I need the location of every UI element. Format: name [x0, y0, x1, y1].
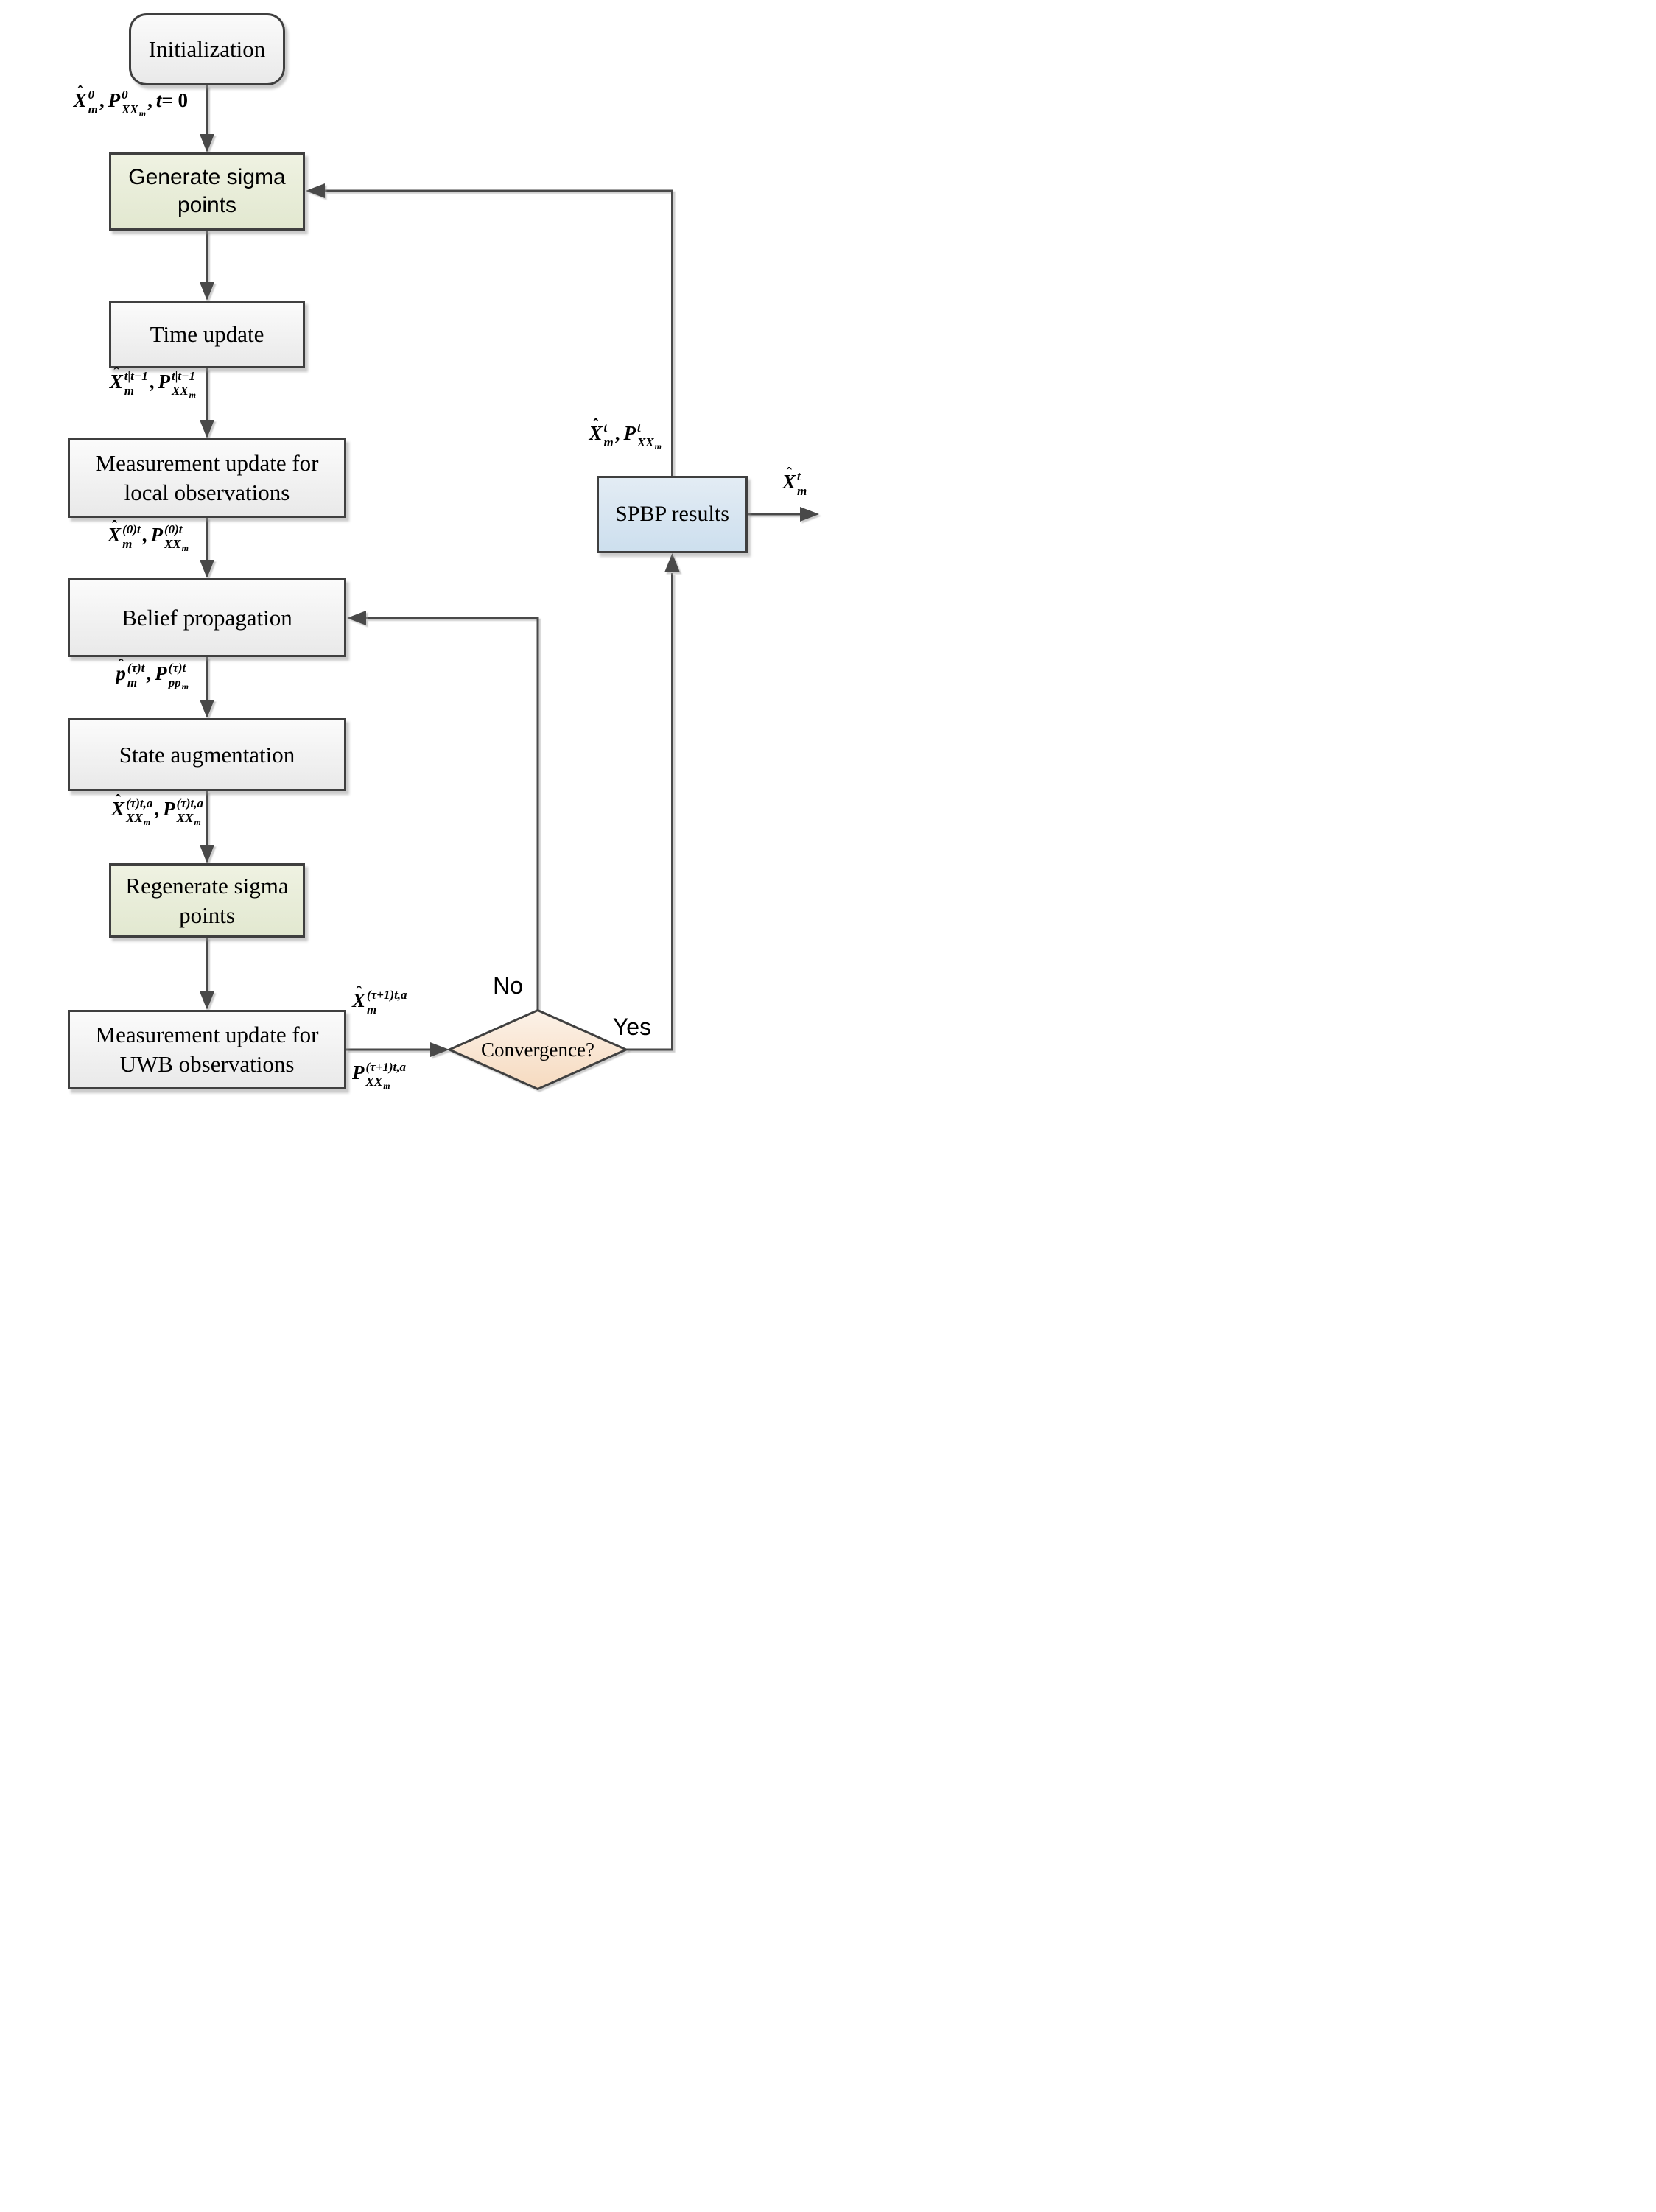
arrowhead-into-time: [200, 282, 214, 301]
hat-accent: ˆ: [118, 656, 124, 674]
arrowhead-into-measlocal: [200, 420, 214, 438]
math-token: = 0: [161, 88, 188, 111]
arrowhead-into-state: [200, 700, 214, 718]
edge-spbp-to-generate-feedback: [325, 189, 673, 476]
node-convergence-label: Convergence?: [451, 1031, 625, 1068]
hat-accent: ˆ: [786, 464, 792, 482]
arrowhead-into-convergence: [430, 1042, 449, 1057]
node-time-update: Time update: [109, 301, 305, 368]
node-initialization: Initialization: [129, 13, 285, 85]
node-meas-uwb-label: Measurement update for UWB observations: [95, 1022, 319, 1077]
node-state-aug-label: State augmentation: [119, 741, 295, 768]
math-token: ,: [141, 523, 147, 546]
convergence-text: Convergence?: [481, 1038, 594, 1061]
math-token: ,: [149, 370, 155, 393]
arrowhead-into-regen: [200, 845, 214, 863]
no-text: No: [493, 972, 523, 999]
node-measurement-update-local: Measurement update for local observation…: [68, 438, 346, 518]
edge-no-to-belief: [366, 617, 539, 1010]
branch-label-yes: Yes: [603, 1011, 662, 1043]
arrowhead-into-generate-right: [306, 183, 325, 198]
hat-accent: ˆ: [111, 517, 118, 536]
node-belief-label: Belief propagation: [122, 604, 292, 631]
branch-label-no: No: [442, 969, 523, 1002]
convergence-diamond: [446, 1008, 629, 1091]
hat-accent: ˆ: [113, 364, 119, 382]
math-token: ,: [146, 661, 152, 684]
hat-accent: ˆ: [77, 82, 83, 101]
arrowhead-into-belief-right: [347, 611, 366, 625]
arrowhead-into-generate: [200, 134, 214, 152]
flowchart: Initialization Generate sigma points Tim…: [0, 0, 828, 1106]
arrowhead-into-spbp-bottom: [664, 553, 680, 572]
node-measurement-update-uwb: Measurement update for UWB observations: [68, 1010, 346, 1089]
hat-accent: ˆ: [115, 791, 122, 810]
node-regenerate-sigma-points: Regenerate sigma points: [109, 863, 305, 938]
yes-text: Yes: [612, 1013, 652, 1040]
node-regen-label: Regenerate sigma points: [125, 872, 289, 928]
node-spbp-label: SPBP results: [615, 502, 729, 527]
math-token: ,: [614, 421, 620, 444]
arrowhead-into-uwb: [200, 991, 214, 1010]
math-token: t: [155, 88, 162, 111]
arrowhead-spbp-output: [800, 507, 819, 522]
node-initialization-label: Initialization: [148, 36, 266, 63]
hat-accent: ˆ: [356, 983, 362, 1001]
node-generate-label: Generate sigma points: [128, 164, 286, 217]
arrowhead-into-belief-top: [200, 560, 214, 578]
math-token: ,: [147, 88, 152, 111]
node-generate-sigma-points: Generate sigma points: [109, 152, 305, 231]
edge-yes-to-spbp: [626, 573, 673, 1051]
math-token: ,: [154, 797, 160, 820]
hat-accent: ˆ: [593, 415, 599, 434]
node-state-augmentation: State augmentation: [68, 718, 346, 791]
node-time-label: Time update: [150, 321, 264, 348]
node-meas-local-label: Measurement update for local observation…: [95, 450, 319, 505]
node-belief-propagation: Belief propagation: [68, 578, 346, 657]
math-token: ,: [99, 88, 105, 111]
connector-layer: [200, 85, 819, 1091]
node-spbp-results: SPBP results: [597, 476, 748, 553]
